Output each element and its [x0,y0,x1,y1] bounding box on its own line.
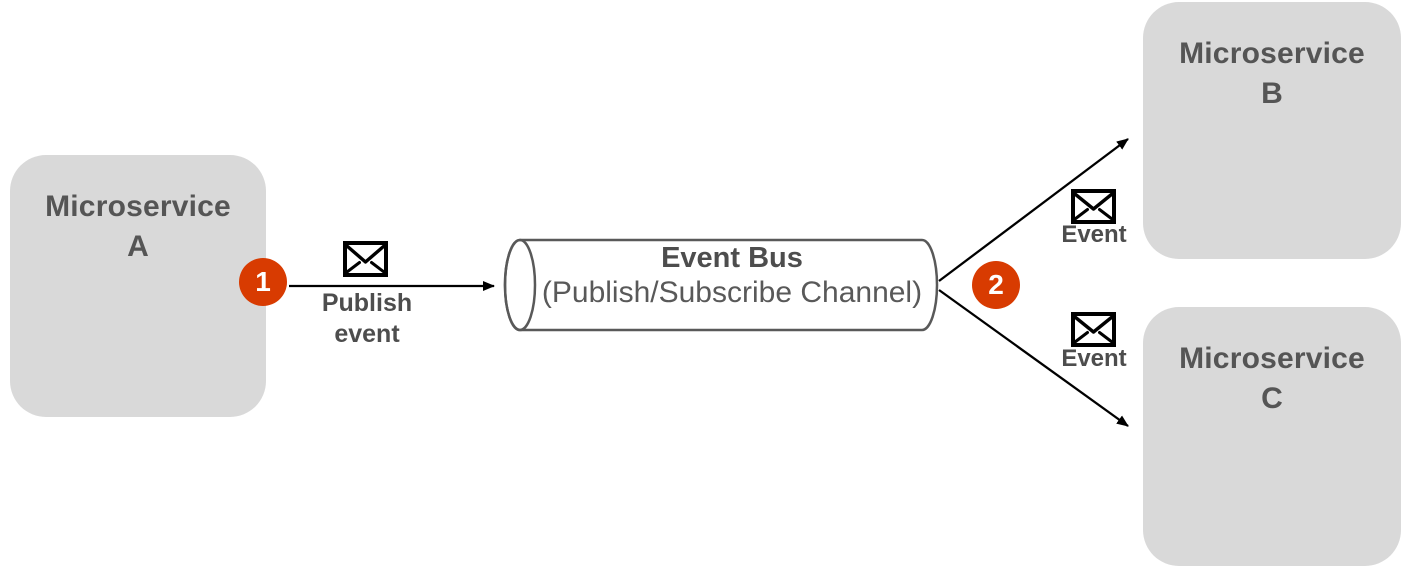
arrow-bus-to-microservice-b [938,138,1129,282]
event-bus-text: Event Bus (Publish/Subscribe Channel) [532,242,932,311]
node-microservice-b-label: Microservice B [1179,37,1365,110]
event-label-b: Event [1061,221,1127,248]
event-label-c: Event [1061,345,1127,372]
step-badge-1: 1 [239,258,287,306]
event-bus-cylinder-cap [503,238,537,332]
node-microservice-a-label: Microservice A [45,190,231,263]
step-badge-2: 2 [972,261,1020,309]
node-microservice-c-label: Microservice C [1179,342,1365,415]
event-bus-subtitle: (Publish/Subscribe Channel) [541,276,923,309]
publish-event-label: Publish event [321,289,413,348]
envelope-icon [343,241,388,277]
node-microservice-a: Microservice A [10,155,266,417]
event-bus-title: Event Bus [661,242,803,274]
node-microservice-c: Microservice C [1143,307,1401,566]
envelope-icon [1071,312,1116,347]
envelope-icon [1071,189,1116,224]
node-microservice-b: Microservice B [1143,2,1401,259]
